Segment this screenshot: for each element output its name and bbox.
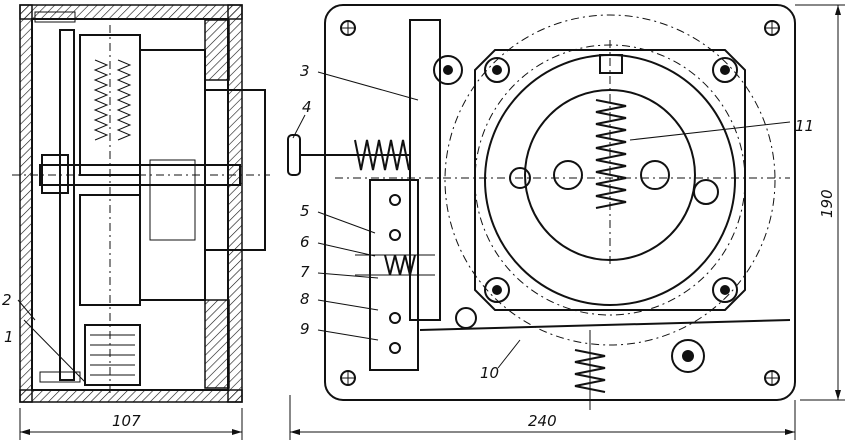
leader-10 [497, 339, 521, 369]
side-spring-right [116, 59, 132, 141]
leader-11 [629, 121, 791, 141]
bottom-lever-10 [419, 319, 791, 331]
label-6: 6 [300, 233, 310, 251]
leader-5 [317, 211, 376, 234]
lever-3 [409, 19, 441, 321]
hub-hole-right [640, 160, 670, 190]
leader-2 [17, 299, 36, 321]
front-housing [324, 4, 796, 401]
top-screw [34, 11, 76, 23]
hub-hole-left [553, 160, 583, 190]
housing-bottom-wall [19, 389, 243, 403]
lever-end-pivot [671, 339, 705, 373]
front-view: 3 4 5 6 7 8 9 10 11 240 190 [287, 4, 845, 440]
spring-cap [599, 54, 623, 74]
corner-holes [340, 20, 780, 386]
leader-3 [317, 71, 419, 101]
housing-boss-upper [204, 19, 230, 81]
label-2: 2 [2, 291, 12, 309]
housing-boss-lower [204, 299, 230, 389]
label-5: 5 [300, 202, 310, 220]
spring-11 [595, 99, 627, 209]
dim-107: 107 [112, 412, 141, 430]
coil [84, 324, 141, 386]
housing-left-wall [19, 4, 33, 403]
leader-1 [23, 319, 86, 383]
label-1: 1 [4, 328, 14, 346]
push-spring [354, 139, 410, 171]
side-spring-left [93, 59, 109, 141]
mechanism-inner [149, 159, 196, 241]
label-10: 10 [480, 364, 499, 382]
flange-bolts [484, 57, 738, 303]
base-plate [59, 29, 75, 381]
side-view: 2 1 107 [2, 4, 270, 440]
leader-4 [292, 114, 306, 139]
contact-spring [384, 254, 416, 276]
label-7: 7 [300, 263, 310, 281]
label-3: 3 [300, 62, 310, 80]
knob-4 [287, 134, 301, 176]
label-11: 11 [795, 117, 814, 135]
label-4: 4 [302, 98, 312, 116]
lever-pivot [433, 55, 463, 85]
label-8: 8 [300, 290, 310, 308]
dim-240: 240 [528, 412, 557, 430]
leader-7 [317, 272, 379, 279]
leader-9 [317, 329, 379, 341]
housing-right-wall [227, 4, 243, 403]
shaft-nut [41, 154, 69, 194]
label-9: 9 [300, 320, 310, 338]
dim-190: 190 [818, 189, 836, 218]
outer-dashed-circle [444, 14, 776, 346]
coil-windings [90, 334, 135, 376]
flange [474, 49, 746, 311]
housing-cavity [31, 18, 229, 391]
leader-8 [317, 299, 379, 311]
side-nut-right [693, 179, 719, 205]
leader-6 [317, 242, 376, 257]
